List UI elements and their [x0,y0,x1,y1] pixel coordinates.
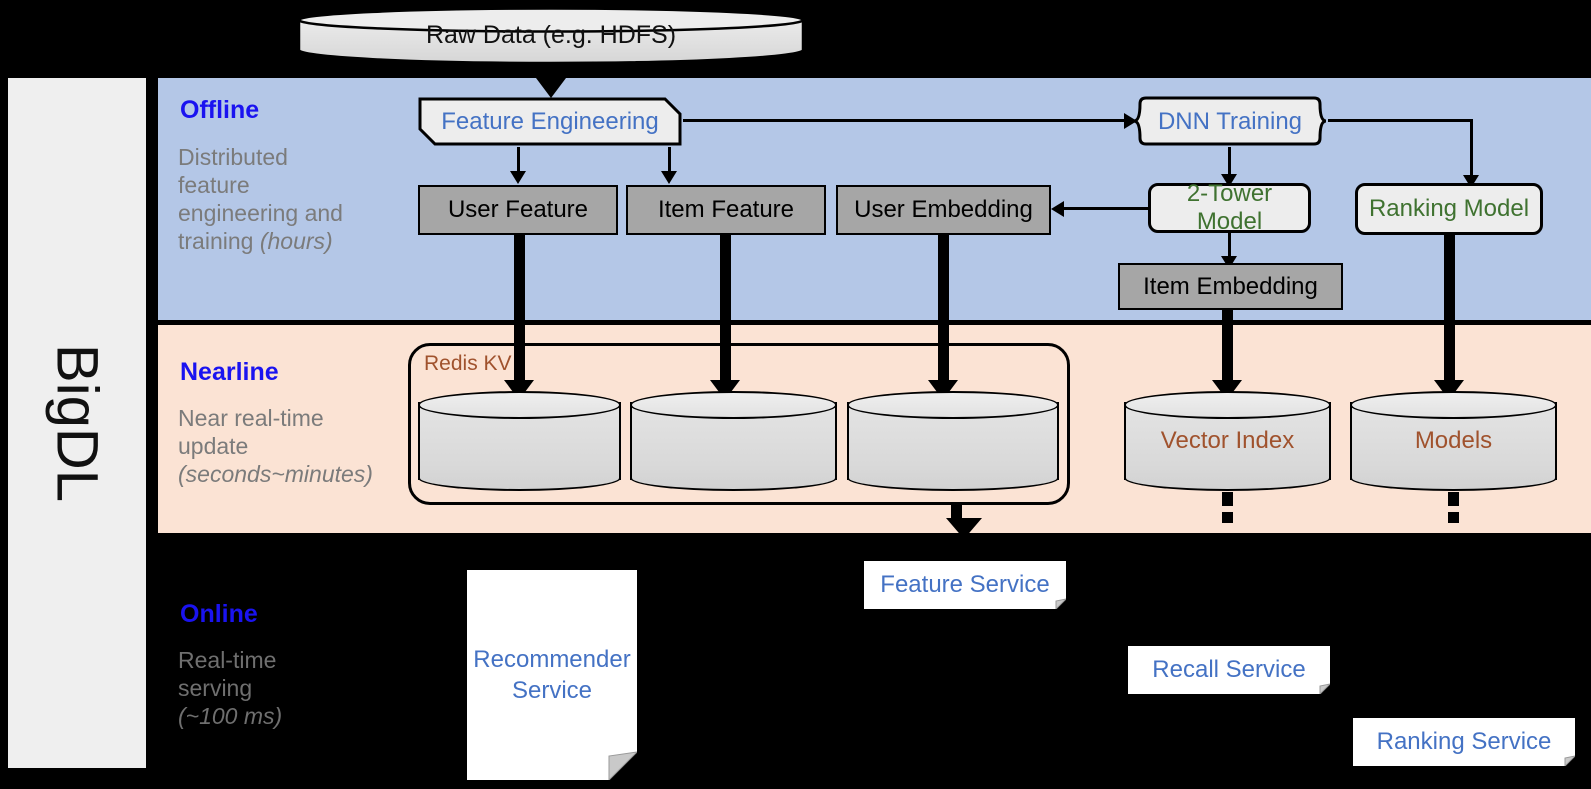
offline-title: Offline [180,96,260,124]
cylinder-bottom [418,465,621,491]
edge-models-to-rankingservice-stub2 [1448,512,1459,523]
ranking-service-label: Ranking Service [1376,728,1552,755]
vector-index-label: Vector Index [1160,427,1295,454]
offline-subtitle-line4: training [178,228,260,255]
offline-subtitle-italic: (hours) [259,228,333,255]
offline-subtitle-line3: engineering and [178,200,343,227]
user-embedding-label: User Embedding [854,196,1033,223]
ranking-model-node[interactable]: Ranking Model [1355,183,1543,235]
item-feature-label: Item Feature [657,196,795,223]
raw-data-cylinder: Raw Data (e.g. HDFS) [296,6,806,64]
edge-twotower-to-userembedding-arrowhead [1051,201,1064,217]
nearline-subtitle-line1: Near real-time [178,405,324,431]
online-subtitle-italic: (~100 ms) [178,703,283,730]
feature-engineering-label: Feature Engineering [441,107,659,135]
cylinder-top [418,391,621,419]
two-tower-model-label: 2-Tower Model [1186,180,1273,235]
offline-subtitle-line1: Distributed [178,144,288,170]
edge-redis-to-featureservice-arrowhead [946,518,982,539]
ranking-model-label: Ranking Model [1368,195,1530,222]
redis-kv-group [408,343,1070,505]
models-cylinder[interactable]: Models [1350,391,1557,491]
ranking-service-node[interactable]: Ranking Service [1353,718,1575,766]
cylinder-bottom [630,465,837,491]
edge-dnn-to-ranking-h [1328,119,1473,122]
raw-data-label: Raw Data (e.g. HDFS) [425,20,677,49]
edge-fe-to-item-feature-arrowhead [661,171,677,184]
edge-dnn-to-ranking-v [1470,119,1473,181]
edge-itemfeature-to-store [720,235,731,387]
edge-userembedding-to-store [938,235,949,387]
cylinder-top [1350,391,1557,419]
nearline-title: Nearline [180,358,279,386]
brand-label: BigDL [44,344,110,502]
online-subtitle-line2: serving [178,675,253,702]
edge-twotower-to-userembedding [1062,207,1150,210]
recommender-service-label-line2: Service [511,677,593,704]
edge-vectorindex-to-recallservice-stub2 [1222,512,1233,523]
user-feature-label: User Feature [447,196,589,223]
store-item-feature-cylinder[interactable] [630,391,837,491]
dnn-training-label: DNN Training [1157,107,1303,135]
edge-fe-to-dnn [683,119,1126,122]
nearline-subtitle-italic: (seconds~minutes) [178,461,373,488]
cylinder-bottom [847,465,1059,491]
edge-fe-to-user-feature [517,147,520,175]
two-tower-model-node[interactable]: 2-Tower Model [1148,180,1311,235]
recall-service-node[interactable]: Recall Service [1128,646,1330,694]
edge-dnn-to-twotower [1228,147,1231,179]
cylinder-top [630,391,837,419]
user-embedding-node[interactable]: User Embedding [836,185,1051,235]
recommender-service-node[interactable]: Recommender Service [467,570,637,780]
online-title: Online [180,600,258,628]
offline-subtitle: Distributed feature engineering and trai… [178,143,388,255]
nearline-subtitle-line2: update [178,433,249,460]
edge-twotower-to-itemembedding [1228,233,1231,261]
store-user-embedding-label [847,391,1059,491]
edge-rawdata-to-fe [546,63,556,83]
item-embedding-label: Item Embedding [1143,272,1318,300]
edge-fe-to-dnn-arrowhead [1124,113,1137,129]
recommender-service-label-line1: Recommender [473,645,631,673]
store-user-feature-cylinder[interactable] [418,391,621,491]
store-item-feature-label [630,391,837,491]
edge-redis-to-featureservice-stub [951,505,962,519]
store-user-feature-label [418,391,621,491]
nearline-subtitle: Near real-time update (seconds~minutes) [178,404,408,488]
user-feature-node[interactable]: User Feature [418,185,618,235]
edge-rawdata-to-fe-arrowhead [536,78,566,98]
models-label: Models [1414,427,1493,454]
edge-userfeature-to-store [514,235,525,387]
online-subtitle: Real-time serving (~100 ms) [178,646,398,730]
dnn-training-node[interactable]: DNN Training [1132,96,1328,147]
edge-models-to-rankingservice-stub1 [1448,492,1459,506]
feature-engineering-node[interactable]: Feature Engineering [417,96,683,147]
feature-service-node[interactable]: Feature Service [864,561,1066,609]
cylinder-top [1124,391,1331,419]
cylinder-bottom [1350,465,1557,491]
cylinder-top [847,391,1059,419]
edge-vectorindex-to-recallservice-stub1 [1222,492,1233,506]
online-subtitle-line1: Real-time [178,647,277,673]
edge-fe-to-item-feature [668,147,671,175]
item-embedding-node[interactable]: Item Embedding [1118,263,1343,310]
cylinder-bottom [1124,465,1331,491]
recall-service-label: Recall Service [1152,656,1306,683]
brand-rail: BigDL [8,78,146,768]
edge-rankingmodel-to-models [1444,235,1455,387]
store-user-embedding-cylinder[interactable] [847,391,1059,491]
feature-service-label: Feature Service [880,571,1050,598]
redis-kv-label: Redis KV [424,352,512,375]
edge-fe-to-user-feature-arrowhead [510,171,526,184]
edge-itemembedding-to-vectorindex [1222,310,1233,387]
offline-subtitle-line2: feature [178,172,250,199]
item-feature-node[interactable]: Item Feature [626,185,826,235]
vector-index-cylinder[interactable]: Vector Index [1124,391,1331,491]
